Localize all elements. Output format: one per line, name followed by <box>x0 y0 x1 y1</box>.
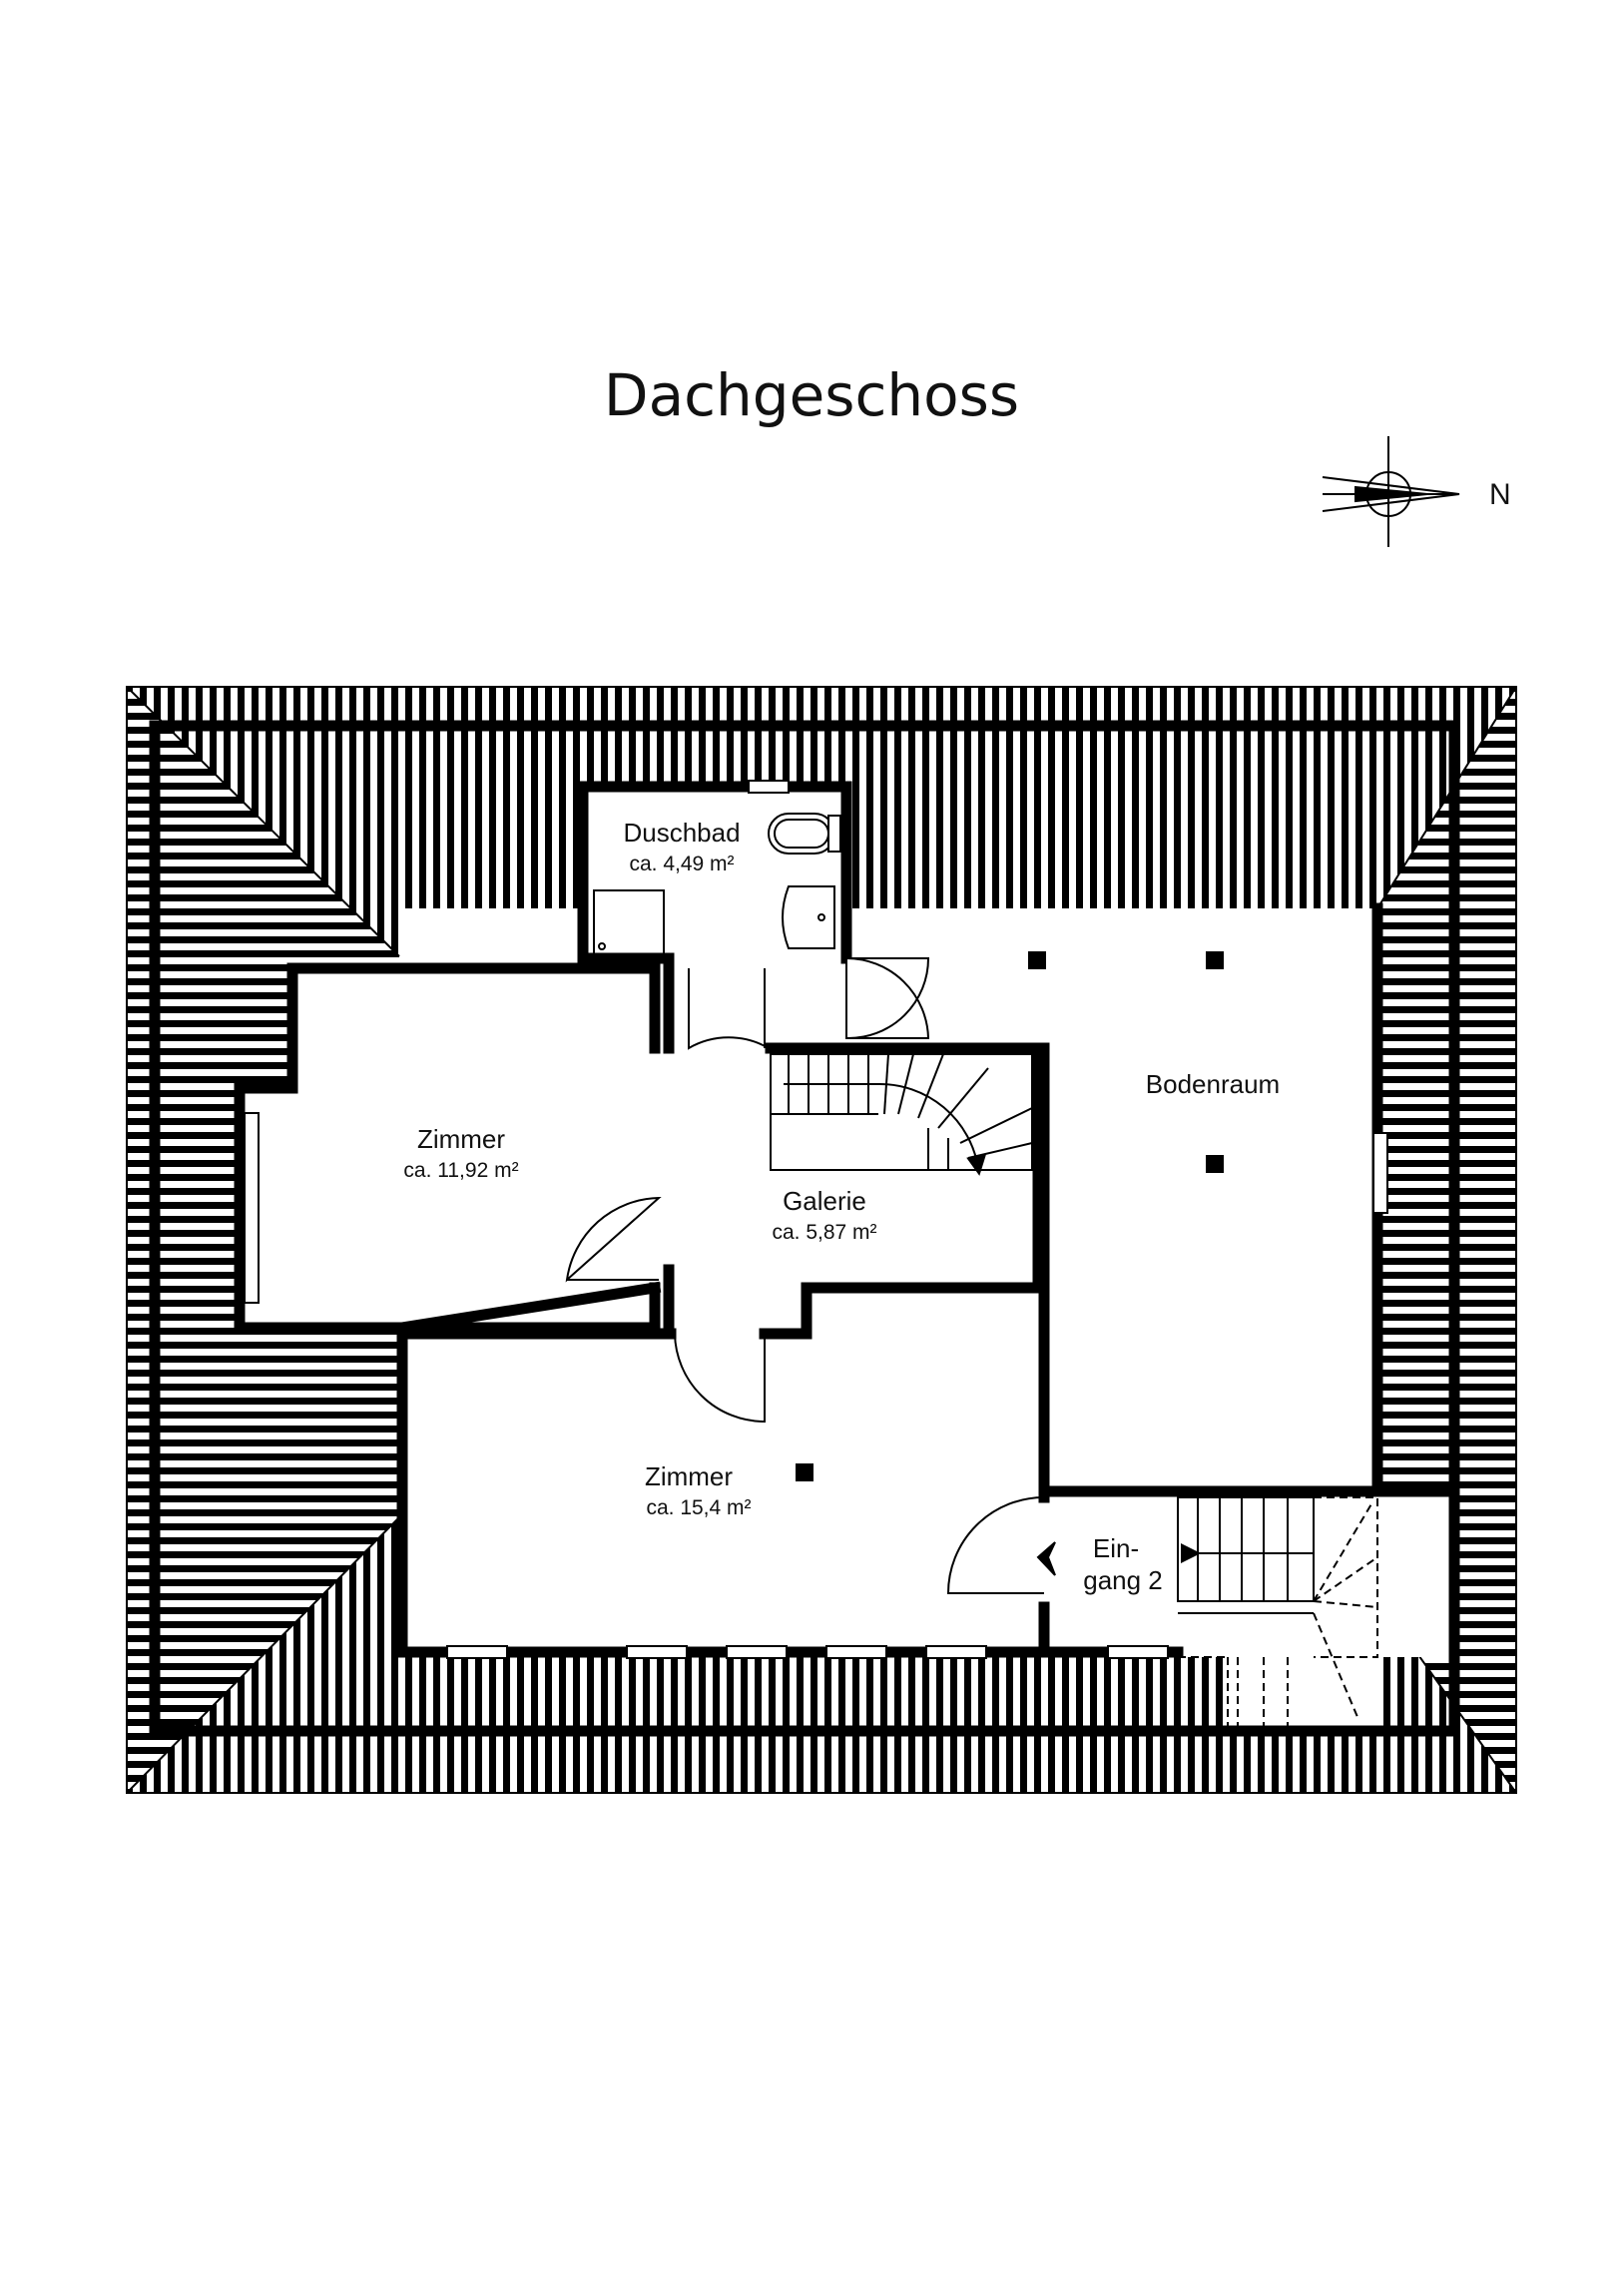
room-name-zimmer-2: Zimmer <box>645 1461 733 1491</box>
room-name-duschbad: Duschbad <box>623 818 740 848</box>
room-area-duschbad: ca. 4,49 m² <box>629 853 734 875</box>
bathroom-fixtures <box>593 813 841 955</box>
windows <box>244 780 1388 1659</box>
room-name-galerie: Galerie <box>783 1186 866 1216</box>
compass-north-label: N <box>1489 478 1511 511</box>
compass-icon <box>1322 436 1460 547</box>
room-labels: Duschbad ca. 4,49 m² Zimmer ca. 11,92 m²… <box>403 818 1280 1595</box>
stair-eingang <box>1036 1496 1378 1727</box>
room-area-galerie: ca. 5,87 m² <box>772 1221 876 1244</box>
room-name-zimmer-1: Zimmer <box>417 1124 505 1154</box>
posts <box>796 951 1224 1481</box>
room-area-zimmer-2: ca. 15,4 m² <box>646 1496 751 1519</box>
room-name-eingang-line1: Ein- <box>1093 1533 1139 1563</box>
walls <box>149 720 1460 1737</box>
room-name-eingang-line2: gang 2 <box>1083 1565 1163 1595</box>
plan-title: Dachgeschoss <box>603 361 1020 429</box>
stair-galerie <box>770 1053 1033 1176</box>
doors <box>565 957 1045 1594</box>
room-area-zimmer-1: ca. 11,92 m² <box>403 1159 518 1182</box>
room-name-bodenraum: Bodenraum <box>1146 1069 1280 1099</box>
